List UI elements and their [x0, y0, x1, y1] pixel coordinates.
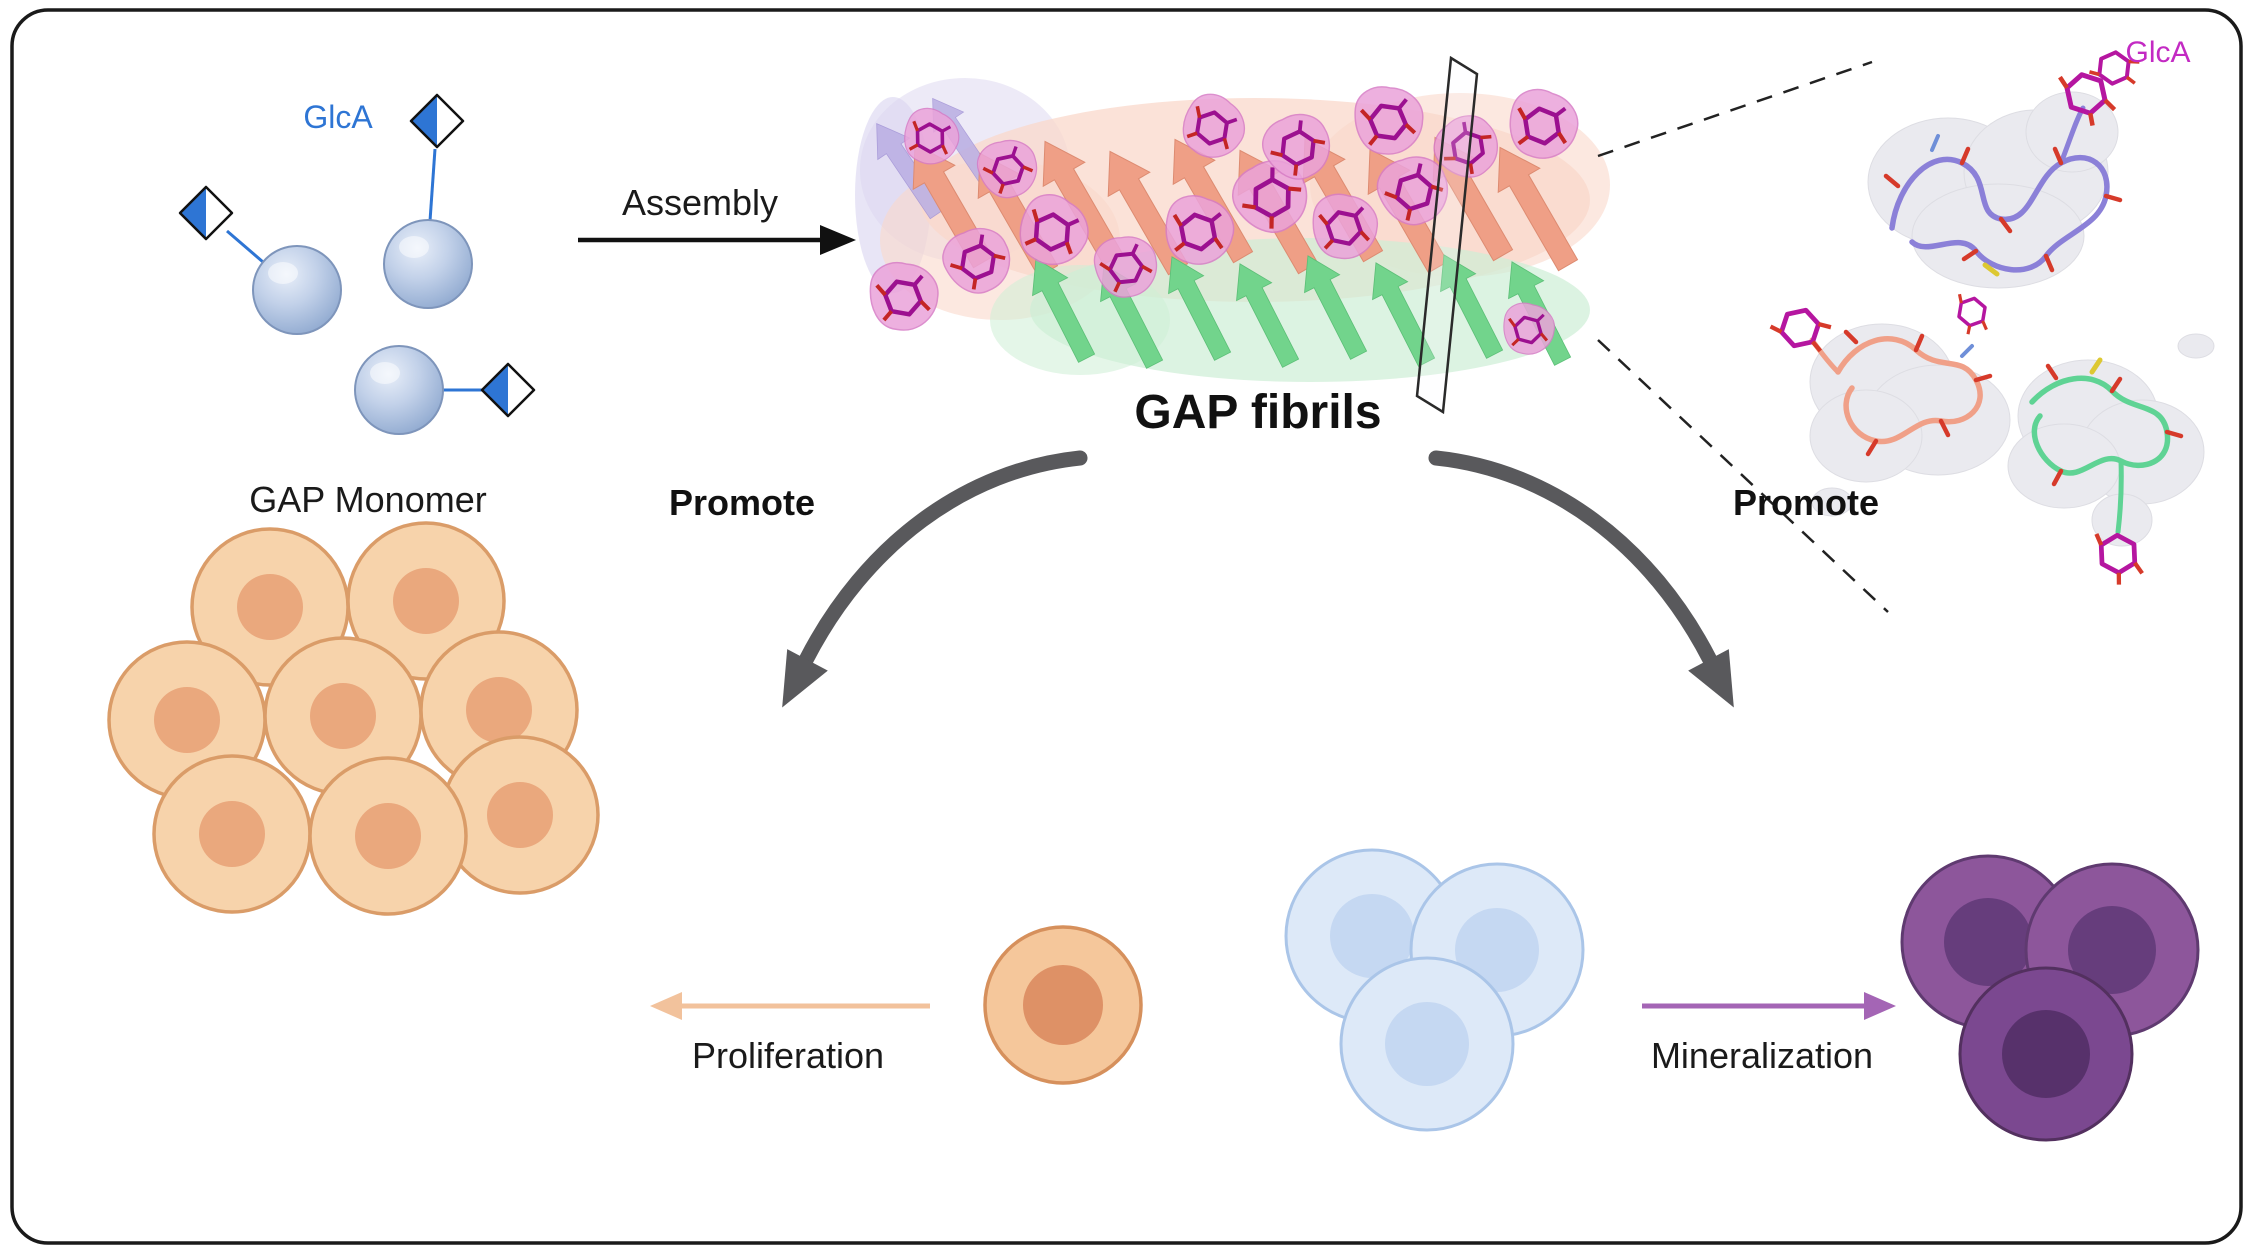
gap-monomer: GlcA GAP Monomer	[178, 93, 536, 520]
promote-right-label: Promote	[1733, 482, 1879, 523]
arrow-head	[782, 649, 828, 708]
cell-icon	[1958, 966, 2134, 1142]
glycan-linker	[428, 148, 437, 222]
arrow-head	[650, 992, 682, 1020]
assembly-label: Assembly	[622, 182, 778, 223]
monomer-sphere-icon	[252, 245, 342, 335]
arrow-head	[820, 225, 856, 255]
figure-border	[10, 8, 2243, 1245]
proliferation-arrow	[650, 992, 930, 1020]
glca-right-label: GlcA	[2125, 36, 2190, 69]
mineralization-arrow	[1642, 992, 1896, 1020]
monomer-sphere-icon	[354, 345, 444, 435]
cell-icon	[308, 756, 468, 916]
assembly-arrow: Assembly	[578, 182, 856, 255]
gap-monomer-caption: GAP Monomer	[249, 479, 486, 520]
promote-left-label: Promote	[669, 482, 815, 523]
proliferation-label: Proliferation	[692, 1035, 884, 1076]
cell-icon	[1339, 956, 1515, 1132]
glca-left-label: GlcA	[303, 99, 373, 135]
arrow-head	[1688, 649, 1734, 708]
zoom-guide-line	[1597, 60, 1873, 158]
cross-section-plane-icon	[1415, 55, 1479, 415]
promote-arrow-right	[1428, 450, 1734, 708]
gap-fibrils-caption: GAP fibrils	[1134, 386, 1381, 439]
chain-green	[2029, 357, 2184, 535]
monomer-sphere-icon	[383, 219, 473, 309]
promote-arrow-left	[782, 450, 1088, 708]
cell-icon	[440, 735, 600, 895]
fibril-cross-section-detail: GlcA	[1769, 36, 2215, 592]
cell-nucleus	[1023, 965, 1103, 1045]
single-osteoblast-cell	[983, 925, 1143, 1085]
glycan-linker	[226, 229, 264, 264]
zoom-guide-line	[1597, 339, 1889, 613]
cell-icon	[152, 754, 312, 914]
mineralization-label: Mineralization	[1651, 1035, 1873, 1076]
gap-fibril-structure	[855, 55, 1610, 415]
arrow-head	[1864, 992, 1896, 1020]
